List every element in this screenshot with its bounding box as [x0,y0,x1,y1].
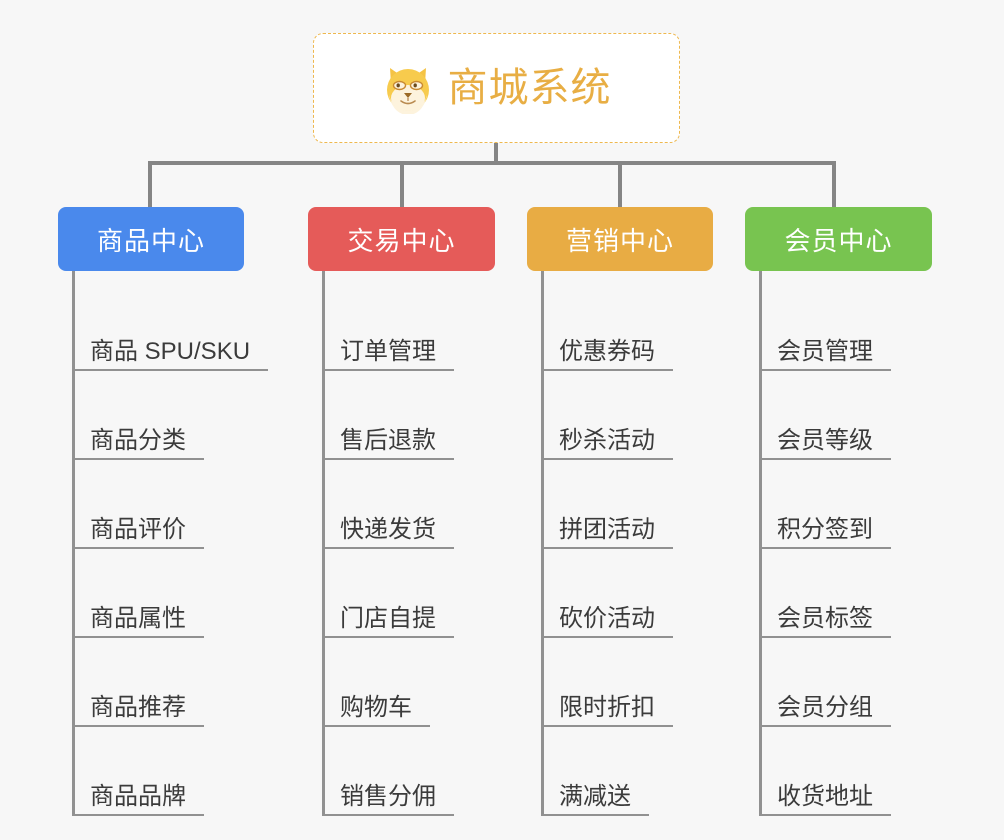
leaf-item[interactable]: 会员管理 [759,313,891,371]
leaf-item[interactable]: 商品 SPU/SKU [72,313,269,371]
branch-stem [322,271,325,816]
category-header-member-center[interactable]: 会员中心 [745,207,932,271]
leaf-label: 销售分佣 [340,782,436,810]
leaf-label: 会员分组 [777,693,873,721]
connector-drop-2 [400,161,404,208]
branch-marketing-center: 营销中心 优惠券码 秒杀活动 拼团活动 砍价活动 限时折扣 满减送 [527,207,713,816]
shiba-inu-dog-face-icon [382,62,434,115]
leaf-item[interactable]: 秒杀活动 [541,402,673,460]
category-header-marketing-center[interactable]: 营销中心 [527,207,713,271]
category-header-trade-center[interactable]: 交易中心 [308,207,495,271]
leaf-label: 订单管理 [340,337,436,365]
leaf-item[interactable]: 积分签到 [759,491,891,549]
leaf-item[interactable]: 拼团活动 [541,491,673,549]
category-label: 营销中心 [565,225,674,256]
leaf-label: 购物车 [340,693,412,721]
leaf-label: 商品品牌 [90,782,186,810]
leaf-label: 商品 SPU/SKU [90,337,251,365]
leaf-label: 商品分类 [90,426,186,454]
leaf-item[interactable]: 收货地址 [759,758,891,816]
leaf-item[interactable]: 商品分类 [72,402,204,460]
leaf-label: 售后退款 [340,426,436,454]
leaf-label: 会员等级 [777,426,873,454]
leaf-label: 门店自提 [340,604,436,632]
leaf-item[interactable]: 商品品牌 [72,758,204,816]
leaf-item[interactable]: 商品评价 [72,491,204,549]
root-node-shop-system[interactable]: 商城系统 [313,33,680,143]
category-label: 商品中心 [96,225,205,256]
leaf-label: 会员管理 [777,337,873,365]
leaf-label: 收货地址 [777,782,873,810]
leaf-item[interactable]: 商品属性 [72,580,204,638]
leaf-item[interactable]: 订单管理 [322,313,454,371]
leaf-label: 会员标签 [777,604,873,632]
leaf-item[interactable]: 会员分组 [759,669,891,727]
leaf-label: 砍价活动 [559,604,655,632]
leaf-label: 限时折扣 [559,693,655,721]
leaf-item[interactable]: 售后退款 [322,402,454,460]
branch-stem [759,271,762,816]
branch-trade-center: 交易中心 订单管理 售后退款 快递发货 门店自提 购物车 销售分佣 [308,207,495,816]
branch-stem [72,271,75,816]
branch-product-center: 商品中心 商品 SPU/SKU 商品分类 商品评价 商品属性 商品推荐 商品品牌 [58,207,269,816]
leaf-item[interactable]: 商品推荐 [72,669,204,727]
leaf-item[interactable]: 砍价活动 [541,580,673,638]
connector-drop-4 [832,161,836,208]
leaf-label: 拼团活动 [559,515,655,543]
leaf-item[interactable]: 限时折扣 [541,669,673,727]
leaf-item[interactable]: 门店自提 [322,580,454,638]
leaf-item[interactable]: 满减送 [541,758,649,816]
category-label: 会员中心 [784,225,893,256]
branch-member-center: 会员中心 会员管理 会员等级 积分签到 会员标签 会员分组 收货地址 [745,207,932,816]
leaf-item[interactable]: 销售分佣 [322,758,454,816]
root-title: 商城系统 [447,66,612,110]
leaf-item[interactable]: 优惠券码 [541,313,673,371]
connector-horizontal-bus [148,161,836,165]
leaf-item[interactable]: 会员标签 [759,580,891,638]
leaf-label: 商品属性 [90,604,186,632]
connector-root-stem [494,143,498,164]
leaf-item[interactable]: 购物车 [322,669,430,727]
leaf-item[interactable]: 快递发货 [322,491,454,549]
branch-stem [541,271,544,816]
leaf-label: 积分签到 [777,515,873,543]
leaf-label: 商品评价 [90,515,186,543]
leaf-label: 满减送 [559,782,631,810]
connector-drop-1 [148,161,152,208]
leaf-label: 商品推荐 [90,693,186,721]
category-label: 交易中心 [347,225,456,256]
category-header-product-center[interactable]: 商品中心 [58,207,244,271]
leaf-label: 优惠券码 [559,337,655,365]
connector-drop-3 [618,161,622,208]
leaf-label: 秒杀活动 [559,426,655,454]
leaf-label: 快递发货 [340,515,436,543]
leaf-item[interactable]: 会员等级 [759,402,891,460]
